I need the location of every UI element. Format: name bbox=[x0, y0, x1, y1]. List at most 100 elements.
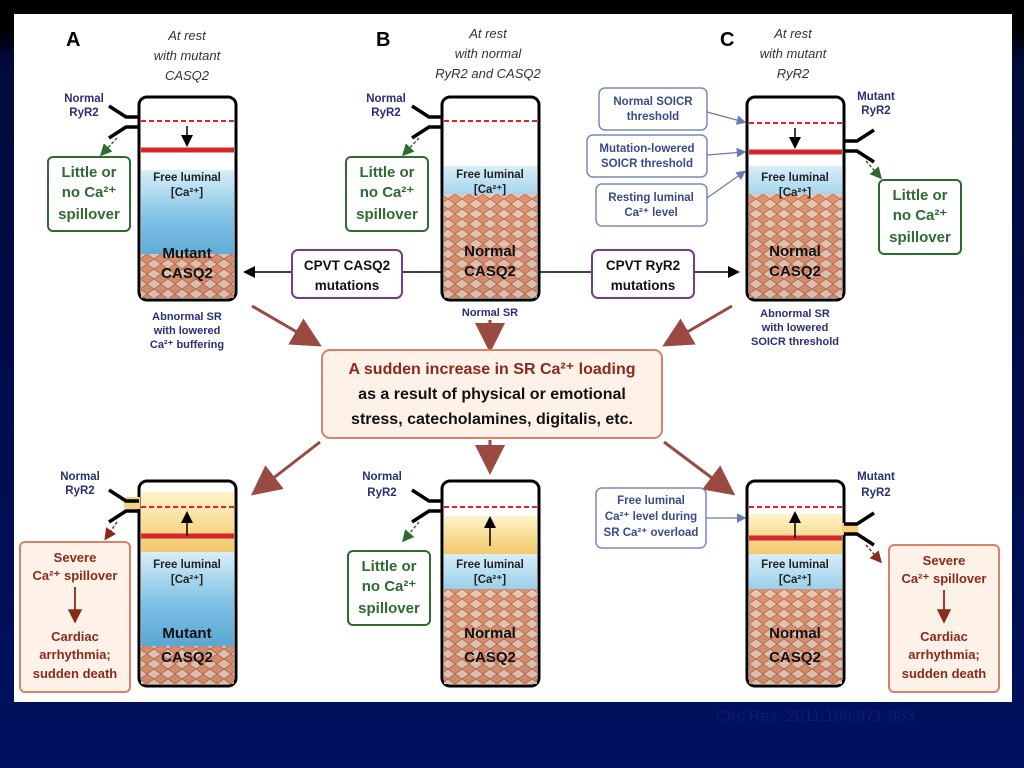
outcome-box bbox=[878, 179, 962, 255]
center-text: stress, catecholamines, digitalis, etc. bbox=[351, 411, 633, 428]
cpvt-ryr2-box bbox=[591, 249, 695, 299]
legend-text: Ca²⁺ level bbox=[624, 207, 677, 219]
free-luminal-label: Free luminal bbox=[761, 172, 829, 184]
panel-b: B At rest with normal RyR2 and CASQ2 Nor… bbox=[345, 26, 542, 319]
outcome-text: spillover bbox=[889, 229, 951, 246]
casq2-label: Normal bbox=[464, 625, 516, 642]
sr-caption: SOICR threshold bbox=[751, 336, 839, 348]
outcome-text: Severe bbox=[923, 553, 966, 568]
ryr2-label: RyR2 bbox=[367, 487, 396, 499]
legend-arrow bbox=[706, 170, 746, 199]
flow-arrow bbox=[663, 440, 736, 496]
panel-a-condition: with mutant bbox=[154, 48, 222, 63]
outcome-text: Little or bbox=[360, 164, 415, 181]
ryr2-label: Normal bbox=[362, 471, 402, 483]
casq2-label: CASQ2 bbox=[161, 649, 213, 666]
outcome-text: no Ca²⁺ bbox=[362, 578, 417, 595]
panel-a-letter: A bbox=[66, 29, 80, 51]
center-text: as a result of physical or emotional bbox=[358, 386, 626, 403]
citation-text: Circ Res. 2011;108:871-883 bbox=[716, 708, 915, 725]
flow-arrow bbox=[250, 440, 321, 496]
casq2-mesh bbox=[444, 194, 537, 298]
ryr2-channel-icon bbox=[108, 488, 139, 524]
ryr2-label: RyR2 bbox=[371, 107, 400, 119]
ryr2-label: Mutant bbox=[857, 91, 895, 103]
casq2-label: Normal bbox=[464, 243, 516, 260]
spillover-arrow bbox=[104, 521, 118, 541]
ryr2-channel-icon bbox=[411, 104, 442, 140]
ryr2-label: RyR2 bbox=[69, 107, 98, 119]
ryr2-label: RyR2 bbox=[65, 485, 94, 497]
ryr2-label: RyR2 bbox=[861, 105, 890, 117]
outcome-text: Little or bbox=[893, 187, 948, 204]
panel-b-condition: At rest bbox=[468, 26, 508, 41]
outcome-box bbox=[347, 550, 431, 626]
center-box: A sudden increase in SR Ca²⁺ loading as … bbox=[321, 349, 663, 439]
legend-text: Free luminal bbox=[617, 495, 685, 507]
mutation-text: CPVT RyR2 bbox=[606, 258, 680, 273]
casq2-mesh bbox=[141, 646, 234, 684]
casq2-label: CASQ2 bbox=[161, 265, 213, 282]
outcome-text: no Ca²⁺ bbox=[893, 207, 948, 224]
outcome-box bbox=[345, 156, 429, 232]
mutation-text: CPVT CASQ2 bbox=[304, 258, 390, 273]
panel-c-condition: with mutant bbox=[760, 46, 828, 61]
casq2-label: Normal bbox=[769, 625, 821, 642]
free-luminal-label: [Ca²⁺] bbox=[171, 187, 203, 199]
bottom-panel-a: Normal RyR2 Free luminal [Ca²⁺] Mutant C… bbox=[19, 471, 238, 693]
outcome-text: Ca²⁺ spillover bbox=[902, 571, 987, 586]
free-luminal-label: [Ca²⁺] bbox=[779, 574, 811, 586]
outcome-text: Little or bbox=[62, 164, 117, 181]
outcome-text: sudden death bbox=[33, 666, 118, 681]
ryr2-label: Normal bbox=[64, 93, 104, 105]
channel-flow bbox=[124, 497, 140, 509]
casq2-mesh bbox=[749, 194, 842, 298]
center-text: A sudden increase in SR Ca²⁺ loading bbox=[348, 361, 635, 378]
casq2-label: CASQ2 bbox=[464, 263, 516, 280]
free-luminal-label: Free luminal bbox=[153, 559, 221, 571]
legend-top: Normal SOICR threshold Mutation-lowered … bbox=[586, 87, 747, 227]
bottom-panel-b: Normal RyR2 Free luminal [Ca²⁺] Normal C… bbox=[347, 471, 541, 688]
panel-c: C At rest with mutant RyR2 Mutant RyR2 F… bbox=[720, 26, 962, 348]
outcome-text: Cardiac bbox=[51, 629, 99, 644]
legend-box bbox=[586, 134, 708, 178]
panel-a-condition: At rest bbox=[167, 28, 207, 43]
spillover-arrow bbox=[99, 137, 118, 157]
spillover-arrow bbox=[865, 544, 882, 564]
ryr2-channel-icon bbox=[108, 104, 139, 140]
free-luminal-label: Free luminal bbox=[456, 169, 524, 181]
mutation-text: mutations bbox=[315, 278, 380, 293]
outcome-text: spillover bbox=[58, 206, 120, 223]
flow-arrow bbox=[662, 304, 733, 347]
casq2-label: Normal bbox=[769, 243, 821, 260]
casq2-mesh bbox=[444, 589, 537, 684]
flow-arrows bbox=[250, 304, 736, 496]
legend-text: SOICR threshold bbox=[601, 158, 693, 170]
bottom-panel-c: Free luminal Ca²⁺ level during SR Ca²⁺ o… bbox=[595, 471, 1000, 693]
panel-c-letter: C bbox=[720, 29, 734, 51]
legend-text: Normal SOICR bbox=[613, 96, 693, 108]
spillover-arrow bbox=[865, 160, 882, 180]
ryr2-channel-icon bbox=[411, 488, 442, 524]
outcome-text: Ca²⁺ spillover bbox=[33, 568, 118, 583]
channel-flow bbox=[842, 523, 858, 535]
outcome-text: arrhythmia; bbox=[908, 647, 980, 662]
sr-caption: Ca²⁺ buffering bbox=[150, 339, 224, 351]
legend-text: threshold bbox=[627, 111, 679, 123]
flow-arrow bbox=[251, 304, 322, 347]
outcome-text: no Ca²⁺ bbox=[360, 184, 415, 201]
legend-arrow bbox=[706, 111, 747, 125]
spillover-arrow bbox=[401, 137, 420, 157]
free-luminal-label: Free luminal bbox=[761, 559, 829, 571]
panel-c-condition: At rest bbox=[773, 26, 813, 41]
panel-b-condition: with normal bbox=[455, 46, 523, 61]
panel-b-condition: RyR2 and CASQ2 bbox=[435, 66, 541, 81]
outcome-text: spillover bbox=[356, 206, 418, 223]
ryr2-label: Mutant bbox=[857, 471, 895, 483]
free-luminal-label: Free luminal bbox=[456, 559, 524, 571]
legend-box bbox=[595, 183, 708, 227]
sr-caption: with lowered bbox=[153, 325, 221, 337]
panel-b-letter: B bbox=[376, 29, 390, 51]
sr-caption: Abnormal SR bbox=[152, 311, 222, 323]
diagram-figure: A At rest with mutant CASQ2 Normal RyR2 … bbox=[14, 14, 1012, 702]
